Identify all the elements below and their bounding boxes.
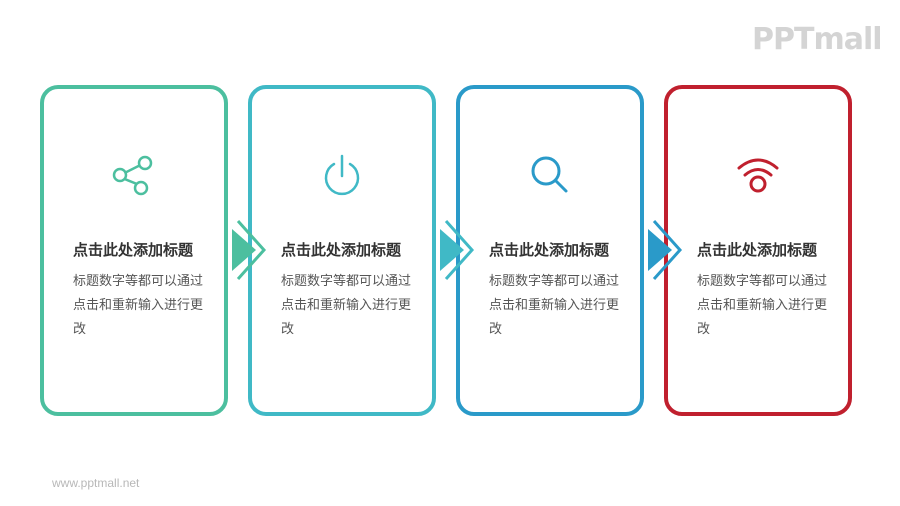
website-url: www.pptmall.net <box>52 476 140 490</box>
share-icon <box>44 149 224 201</box>
chevron-right-icon <box>644 215 683 285</box>
card-title[interactable]: 点击此处添加标题 <box>281 241 402 259</box>
search-icon <box>460 149 640 201</box>
card-title[interactable]: 点击此处添加标题 <box>697 241 818 259</box>
card-description[interactable]: 标题数字等都可以通过点击和重新输入进行更改 <box>697 274 828 337</box>
chevron-right-icon <box>228 215 267 285</box>
card-description[interactable]: 标题数字等都可以通过点击和重新输入进行更改 <box>281 274 412 337</box>
chevron-right-icon <box>436 215 475 285</box>
card-description[interactable]: 标题数字等都可以通过点击和重新输入进行更改 <box>489 274 620 337</box>
card-title[interactable]: 点击此处添加标题 <box>489 241 610 259</box>
step-card-3[interactable]: 点击此处添加标题 标题数字等都可以通过点击和重新输入进行更改 <box>456 85 644 416</box>
step-card-4[interactable]: 点击此处添加标题 标题数字等都可以通过点击和重新输入进行更改 <box>664 85 852 416</box>
pptmall-logo: PPTmall <box>752 22 883 57</box>
step-card-2[interactable]: 点击此处添加标题 标题数字等都可以通过点击和重新输入进行更改 <box>248 85 436 416</box>
card-title[interactable]: 点击此处添加标题 <box>73 241 194 259</box>
power-icon <box>252 149 432 201</box>
wifi-icon <box>668 149 848 201</box>
step-card-1[interactable]: 点击此处添加标题 标题数字等都可以通过点击和重新输入进行更改 <box>40 85 228 416</box>
card-description[interactable]: 标题数字等都可以通过点击和重新输入进行更改 <box>73 274 204 337</box>
